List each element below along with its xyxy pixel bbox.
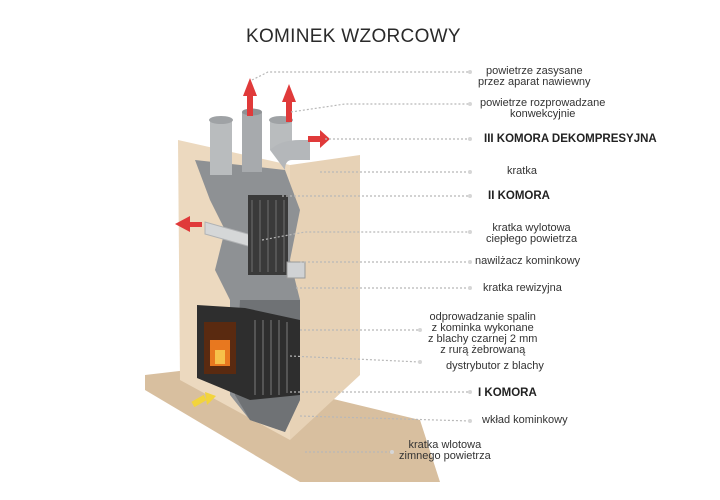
label-line: z blachy czarnej 2 mm: [428, 333, 538, 345]
humidifier: [286, 261, 306, 279]
duct-top-left: [209, 116, 233, 124]
label-komora-1: I KOMORA: [478, 387, 537, 399]
label-odprowadzanie: odprowadzanie spalin z kominka wykonane …: [428, 312, 537, 356]
label-powietrze-zasysane: powietrze zasysane przez aparat nawiewny: [478, 66, 591, 88]
label-line: kratka wlotowa: [408, 439, 482, 451]
label-wklad: wkład kominkowy: [482, 414, 568, 426]
label-kratka: kratka: [507, 165, 537, 177]
leader-dots: [390, 70, 472, 454]
label-line: z kominka wykonane: [431, 322, 534, 334]
diagram-title: KOMINEK WZORCOWY: [246, 26, 461, 47]
label-line: powietrze rozprowadzane: [480, 97, 606, 109]
label-line: kratka wylotowa: [492, 222, 571, 234]
label-line: powietrze zasysane: [485, 65, 583, 77]
label-line: przez aparat nawiewny: [478, 76, 591, 88]
label-powietrze-rozprowadzane: powietrze rozprowadzane konwekcyjnie: [480, 98, 605, 120]
label-kratka-wylotowa: kratka wylotowa ciepłego powietrza: [486, 223, 577, 245]
label-line: konwekcyjnie: [509, 108, 576, 120]
leader-lines: [251, 71, 471, 453]
label-dystrybutor: dystrybutor z blachy: [446, 360, 544, 372]
label-line: z rurą żebrowaną: [440, 344, 526, 356]
label-kratka-wlotowa: kratka wlotowa zimnego powietrza: [399, 440, 491, 462]
side-wall: [290, 155, 360, 440]
airflow-arrow-yellow: [191, 392, 216, 408]
label-kratka-rewizyjna: kratka rewizyjna: [483, 282, 562, 294]
label-nawilzacz: nawilżacz kominkowy: [475, 255, 581, 267]
label-komora-3: III KOMORA DEKOMPRESYJNA: [484, 133, 657, 145]
label-komora-2: II KOMORA: [488, 190, 550, 202]
duct-elbow: [270, 140, 310, 170]
duct-pipe: [242, 112, 262, 172]
label-line: ciepłego powietrza: [486, 233, 578, 245]
duct-left: [210, 120, 232, 175]
airflow-arrows-red: [175, 78, 330, 232]
label-line: odprowadzanie spalin: [429, 311, 536, 323]
fire-core: [215, 350, 225, 364]
label-line: zimnego powietrza: [399, 450, 491, 462]
